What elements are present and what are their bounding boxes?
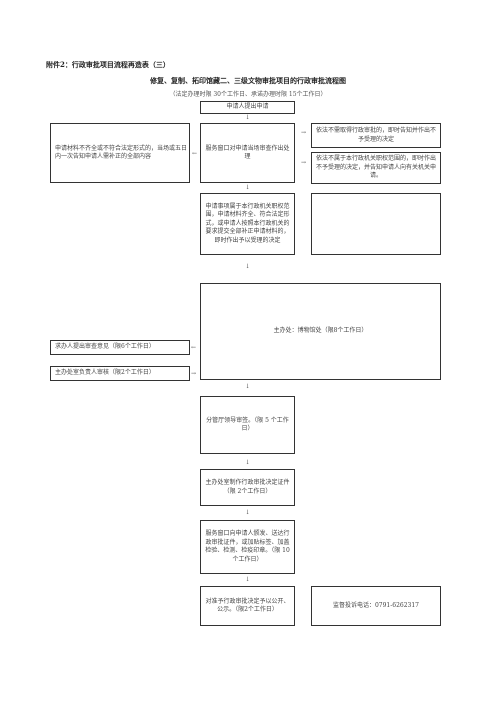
arrow-right-3: → [191,370,197,377]
node-reject-incomplete: 申请材料不齐全或不符合法定形式的，当场或五日内一次告知申请人需补正的全部内容 [50,123,190,183]
node-main-office: 主办处：博物馆处（限8个工作日） [200,283,441,380]
arrow-down-5: ↓ [245,459,251,466]
node-make-cert: 主办处室制作行政审批决定证件（限 2个工作日） [200,469,295,506]
node-complaint: 监督投诉电话：0791-6262317 [311,586,441,626]
arrow-right-1: → [301,129,307,136]
arrow-down-7: ↓ [245,576,251,583]
attachment-label: 附件2：行政审批项目流程再造表（三） [46,60,170,69]
arrow-left-1: ← [192,150,198,157]
node-publish: 对准予行政审批决定予以公开、公示。（限2个工作日） [200,586,295,626]
node-seek-opinion: 求办人提出审查意见（限6个工作日） [50,340,190,355]
node-accept: 申请事项属于本行政机关职权范围，申请材料齐全、符合法定形式，或申请人按照本行政机… [200,193,295,255]
page-title: 修复、复制、拓印馆藏二、三级文物审批项目的行政审批流程图 [150,76,346,85]
arrow-down-4: ↓ [245,383,251,390]
node-leader-sign: 分管厅领导审签。（限 5 个工作日） [200,396,295,454]
node-apply: 申请人提出申请 [200,101,295,114]
arrow-right-2: → [301,159,307,166]
arrow-down-3: ↓ [245,263,251,270]
node-head-review: 主办处室负责人审核（限2个工作日） [50,366,190,381]
node-not-in-scope: 依法不属于本行政机关职权范围的，即时作出不予受理的决定，并告知申请人向有关机关申… [311,152,441,184]
arrow-down-2: ↓ [245,184,251,191]
arrow-down-6: ↓ [245,509,251,516]
page-subtitle: （法定办理时限 30个工作日、承诺办理时限 15个工作日） [169,91,327,98]
node-accept-side [311,193,441,255]
node-deliver: 服务窗口向申请人颁发、送达行政审批证件，或加贴标签、加盖检验、检测、检疫印章。（… [200,520,295,574]
arrow-left-2: ← [191,344,197,351]
node-not-required: 依法不需取得行政审批的，即时告知并作出不予受理的决定 [311,123,441,148]
arrow-down-1: ↓ [245,114,251,121]
node-window-decide: 服务窗口对申请当场审查作出处理 [200,123,295,183]
